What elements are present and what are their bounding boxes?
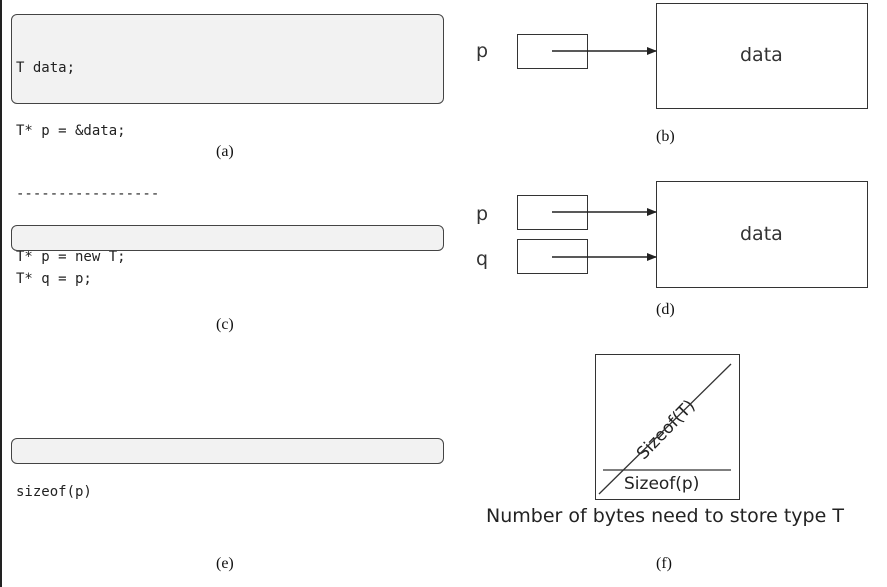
code-block-e: sizeof(p) [11, 438, 444, 500]
data-box [656, 3, 868, 109]
caption-a: (a) [216, 143, 234, 160]
code-block-a: T data; T* p = &data; ----------------- … [11, 14, 444, 265]
code-line: T* p = new T; [16, 249, 126, 265]
caption-e: (e) [216, 555, 234, 572]
pointer-label-p: p [476, 40, 489, 62]
data-label: data [740, 44, 783, 66]
data-box [656, 181, 868, 288]
caption-c: (c) [216, 316, 234, 333]
pointer-box-p [517, 195, 588, 230]
pointer-label-p: p [476, 203, 489, 225]
pointer-box-p [517, 34, 588, 69]
bytes-caption: Number of bytes need to store type T [486, 505, 844, 527]
sizeof-p-label: Sizeof(p) [624, 474, 700, 494]
caption-b: (b) [656, 128, 675, 145]
caption-f: (f) [656, 555, 672, 572]
code-block-c: T* q = p; [11, 225, 444, 287]
caption-d: (d) [656, 301, 675, 318]
pointer-box-q [517, 239, 588, 274]
left-border [0, 0, 2, 587]
data-label: data [740, 223, 783, 245]
code-line: T* p = &data; [16, 123, 126, 139]
code-line: sizeof(p) [16, 484, 92, 500]
code-line: T data; [16, 60, 76, 76]
pointer-label-q: q [476, 248, 489, 270]
code-line: T* q = p; [16, 271, 92, 287]
code-line: ----------------- [16, 186, 160, 202]
